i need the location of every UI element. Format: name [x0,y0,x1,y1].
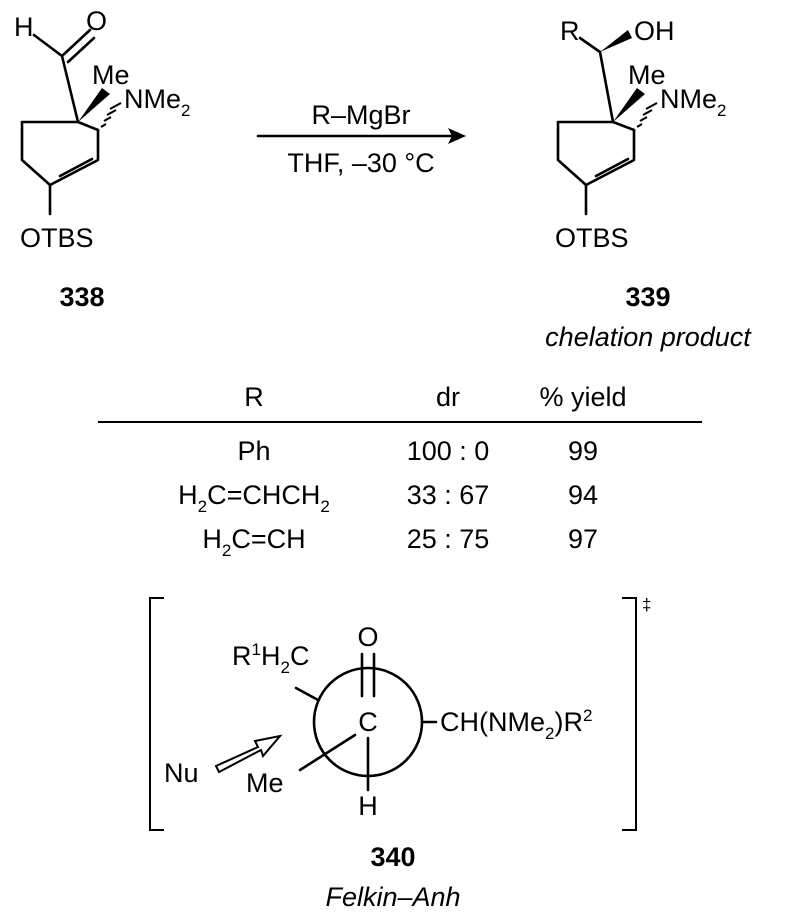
aldehyde-o-label: O [86,6,107,36]
left-bracket [149,597,164,831]
reactant-338: H O Me NMe2 OTBS 338 [14,6,190,312]
transition-state-340: ‡ O C H Me R1H2C CH(NMe2)R2 Nu 340 Felki… [149,595,651,912]
methyl-label: Me [92,60,130,90]
product-339: R OH Me NMe2 OTBS 339 chelation product [545,16,752,352]
hashed-bond [636,102,658,128]
r-group-label: R [560,16,580,46]
methyl-label: Me [628,60,666,90]
nucleophile-attack-arrow [214,734,283,774]
right-bracket [622,597,637,831]
compound-number-339: 339 [625,282,670,312]
table-cell-dr: 33 : 67 [407,480,490,510]
hashed-bond [100,102,122,128]
table-header-dr: dr [436,382,460,412]
table-cell-r: H2C=CHCH2 [178,480,330,516]
table-row: Ph 100 : 0 99 [237,436,598,466]
r1-group-label: R1H2C [232,640,309,677]
table-row: H2C=CHCH2 33 : 67 94 [178,480,598,516]
amine-label: NMe2 [660,84,726,120]
nucleophile-label: Nu [164,758,199,788]
carbonyl-c-label: C [358,707,378,737]
hydroxyl-label: OH [634,16,675,46]
compound-number-338: 338 [59,282,104,312]
silyl-ether-label: OTBS [20,223,94,253]
table-header-yield: % yield [539,382,626,412]
compound-number-340: 340 [370,842,415,872]
front-h-label: H [358,791,378,821]
table-cell-r: Ph [237,436,270,466]
reagent-label: R–MgBr [311,100,410,130]
table-cell-dr: 100 : 0 [407,436,490,466]
large-group-label: CH(NMe2)R2 [440,706,592,743]
amine-label: NMe2 [124,84,190,120]
product-caption: chelation product [545,322,752,352]
reaction-arrow: R–MgBr THF, –30 °C [256,100,466,178]
table-row: H2C=CH 25 : 75 97 [202,524,598,560]
conditions-label: THF, –30 °C [287,148,434,178]
table-cell-dr: 25 : 75 [407,524,490,554]
front-me-label: Me [246,768,284,798]
results-table: R dr % yield Ph 100 : 0 99 H2C=CHCH2 33 … [98,382,702,560]
aldehyde-h-label: H [14,12,34,42]
transition-state-caption: Felkin–Anh [325,882,460,912]
table-cell-yield: 97 [568,524,598,554]
carbonyl-o-label: O [357,622,378,652]
table-cell-yield: 94 [568,480,598,510]
table-cell-yield: 99 [568,436,598,466]
silyl-ether-label: OTBS [555,223,629,253]
table-header-r: R [244,382,264,412]
table-cell-r: H2C=CH [202,524,305,560]
dagger-symbol: ‡ [642,595,651,614]
